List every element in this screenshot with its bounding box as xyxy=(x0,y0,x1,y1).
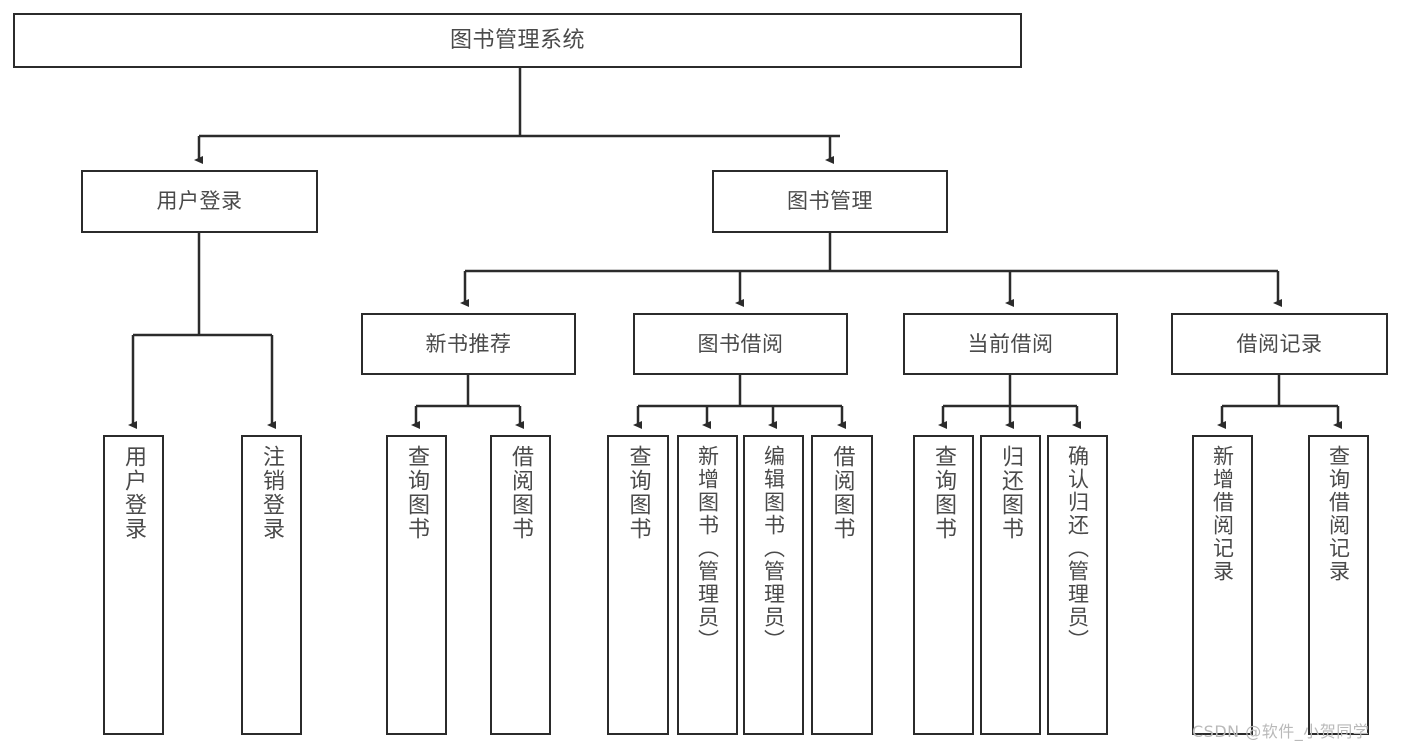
leaf-query-book-current[interactable]: 查询图书 xyxy=(913,435,974,735)
node-label: 当前借阅 xyxy=(967,331,1054,356)
node-label: 借阅图书 xyxy=(829,445,855,541)
node-label: 确认归还（管理员） xyxy=(1065,445,1090,652)
node-label: 归还图书 xyxy=(998,445,1024,541)
leaf-query-book-borrow[interactable]: 查询图书 xyxy=(607,435,669,735)
node-label: 查询图书 xyxy=(404,445,430,541)
node-label: 借阅图书 xyxy=(508,445,534,541)
node-label: 用户登录 xyxy=(121,445,147,541)
leaf-borrow-book[interactable]: 借阅图书 xyxy=(811,435,873,735)
node-label: 查询图书 xyxy=(625,445,651,541)
node-label: 新书推荐 xyxy=(425,331,512,356)
node-borrow-records[interactable]: 借阅记录 xyxy=(1171,313,1388,375)
leaf-borrow-book-recommend[interactable]: 借阅图书 xyxy=(490,435,551,735)
leaf-query-borrow-record[interactable]: 查询借阅记录 xyxy=(1308,435,1369,735)
node-root-system[interactable]: 图书管理系统 xyxy=(13,13,1022,68)
leaf-edit-book-admin[interactable]: 编辑图书（管理员） xyxy=(743,435,804,735)
node-book-borrow[interactable]: 图书借阅 xyxy=(633,313,848,375)
node-user-login[interactable]: 用户登录 xyxy=(81,170,318,233)
node-label: 新增借阅记录 xyxy=(1210,445,1235,583)
node-label: 编辑图书（管理员） xyxy=(761,445,786,652)
node-label: 图书管理 xyxy=(787,189,873,214)
leaf-add-borrow-record[interactable]: 新增借阅记录 xyxy=(1192,435,1253,735)
node-label: 查询图书 xyxy=(931,445,957,541)
node-current-borrow[interactable]: 当前借阅 xyxy=(903,313,1118,375)
leaf-confirm-return-admin[interactable]: 确认归还（管理员） xyxy=(1047,435,1108,735)
node-book-management[interactable]: 图书管理 xyxy=(712,170,948,233)
node-label: 图书管理系统 xyxy=(449,27,585,53)
csdn-watermark: CSDN @软件_小贺同学 xyxy=(1192,722,1370,741)
node-new-book-recommend[interactable]: 新书推荐 xyxy=(361,313,576,375)
node-label: 新增图书（管理员） xyxy=(695,445,720,652)
leaf-add-book-admin[interactable]: 新增图书（管理员） xyxy=(677,435,738,735)
node-label: 用户登录 xyxy=(156,189,243,214)
node-label: 注销登录 xyxy=(259,445,285,541)
leaf-return-book[interactable]: 归还图书 xyxy=(980,435,1041,735)
node-label: 图书借阅 xyxy=(697,331,784,356)
leaf-user-login[interactable]: 用户登录 xyxy=(103,435,164,735)
leaf-logout[interactable]: 注销登录 xyxy=(241,435,302,735)
node-label: 借阅记录 xyxy=(1236,331,1323,356)
node-label: 查询借阅记录 xyxy=(1326,445,1351,583)
leaf-query-book-recommend[interactable]: 查询图书 xyxy=(386,435,447,735)
